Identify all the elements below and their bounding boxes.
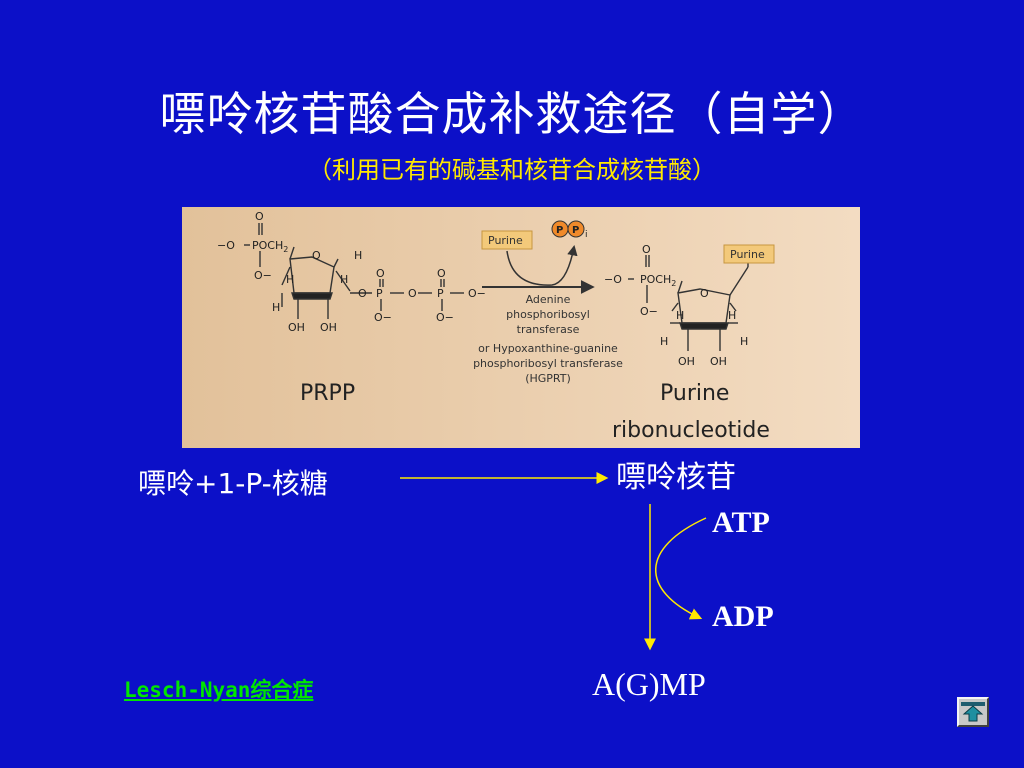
- atom-o-neg: O−: [254, 269, 272, 282]
- atom-h: H: [676, 309, 684, 322]
- home-button[interactable]: [957, 697, 989, 727]
- atom-p: P: [437, 287, 444, 300]
- p-badge: P: [556, 225, 563, 236]
- slide-subtitle: （利用已有的碱基和核苷合成核苷酸）: [308, 156, 716, 184]
- enzyme-line: phosphoribosyl: [506, 308, 590, 321]
- purine-box-2: Purine: [730, 248, 765, 261]
- atom-o-neg: O−: [468, 287, 486, 300]
- purine-label: Purine: [660, 381, 729, 406]
- atom-oh: OH: [320, 321, 337, 334]
- enzyme-line: Adenine: [526, 293, 571, 306]
- lesch-nyhan-link[interactable]: Lesch-Nyan综合症: [124, 678, 314, 702]
- atom-o: O: [358, 287, 367, 300]
- prpp-label: PRPP: [300, 381, 355, 406]
- atom-h: H: [740, 335, 748, 348]
- atom-p: P: [376, 287, 383, 300]
- enzyme-line: transferase: [517, 323, 580, 336]
- atom-o-neg: O−: [640, 305, 658, 318]
- atom-oh: OH: [288, 321, 305, 334]
- atom-h: H: [272, 301, 280, 314]
- atp-label: ATP: [712, 506, 770, 539]
- nucleoside-label: 嘌呤核苷: [616, 460, 736, 495]
- atom-poch2: POCH2: [640, 273, 676, 288]
- atom-o-neg: O−: [374, 311, 392, 324]
- atom-h: H: [340, 273, 348, 286]
- atom-o: O: [408, 287, 417, 300]
- atom-o: O: [255, 210, 264, 223]
- enzyme-line: or Hypoxanthine-guanine: [478, 342, 618, 355]
- atom-h: H: [728, 309, 736, 322]
- home-icon: [961, 702, 985, 722]
- slide-title: 嘌呤核苷酸合成补救途径（自学）: [159, 87, 865, 141]
- atom-o-neg: O−: [436, 311, 454, 324]
- p-badge: P: [572, 225, 579, 236]
- adp-label: ADP: [712, 600, 774, 633]
- atp-adp-curve: [655, 517, 707, 620]
- nmp-label: A(G)MP: [592, 666, 706, 702]
- atom-oh: OH: [678, 355, 695, 368]
- atom-neg-o: −O: [217, 239, 235, 252]
- enzyme-line: (HGPRT): [525, 372, 571, 385]
- atom-o: O: [437, 267, 446, 280]
- ring-o: O: [312, 249, 321, 262]
- enzyme-line: phosphoribosyl transferase: [473, 357, 623, 370]
- atom-o: O: [642, 243, 651, 256]
- reactant-label: 嘌呤+1-P-核糖: [138, 467, 328, 500]
- atom-neg-o: −O: [604, 273, 622, 286]
- ribonucleotide-label: ribonucleotide: [612, 418, 770, 443]
- atom-oh: OH: [710, 355, 727, 368]
- prpp-reaction-figure: O −O POCH2 O− O H H H H O O P O O P O− O…: [182, 207, 860, 448]
- purine-box-1: Purine: [488, 234, 523, 247]
- pi-subscript: i: [585, 230, 588, 240]
- atom-poch2: POCH2: [252, 239, 288, 254]
- atom-o: O: [376, 267, 385, 280]
- atom-h: H: [286, 273, 294, 286]
- atom-h: H: [354, 249, 362, 262]
- ring-o: O: [700, 287, 709, 300]
- atom-h: H: [660, 335, 668, 348]
